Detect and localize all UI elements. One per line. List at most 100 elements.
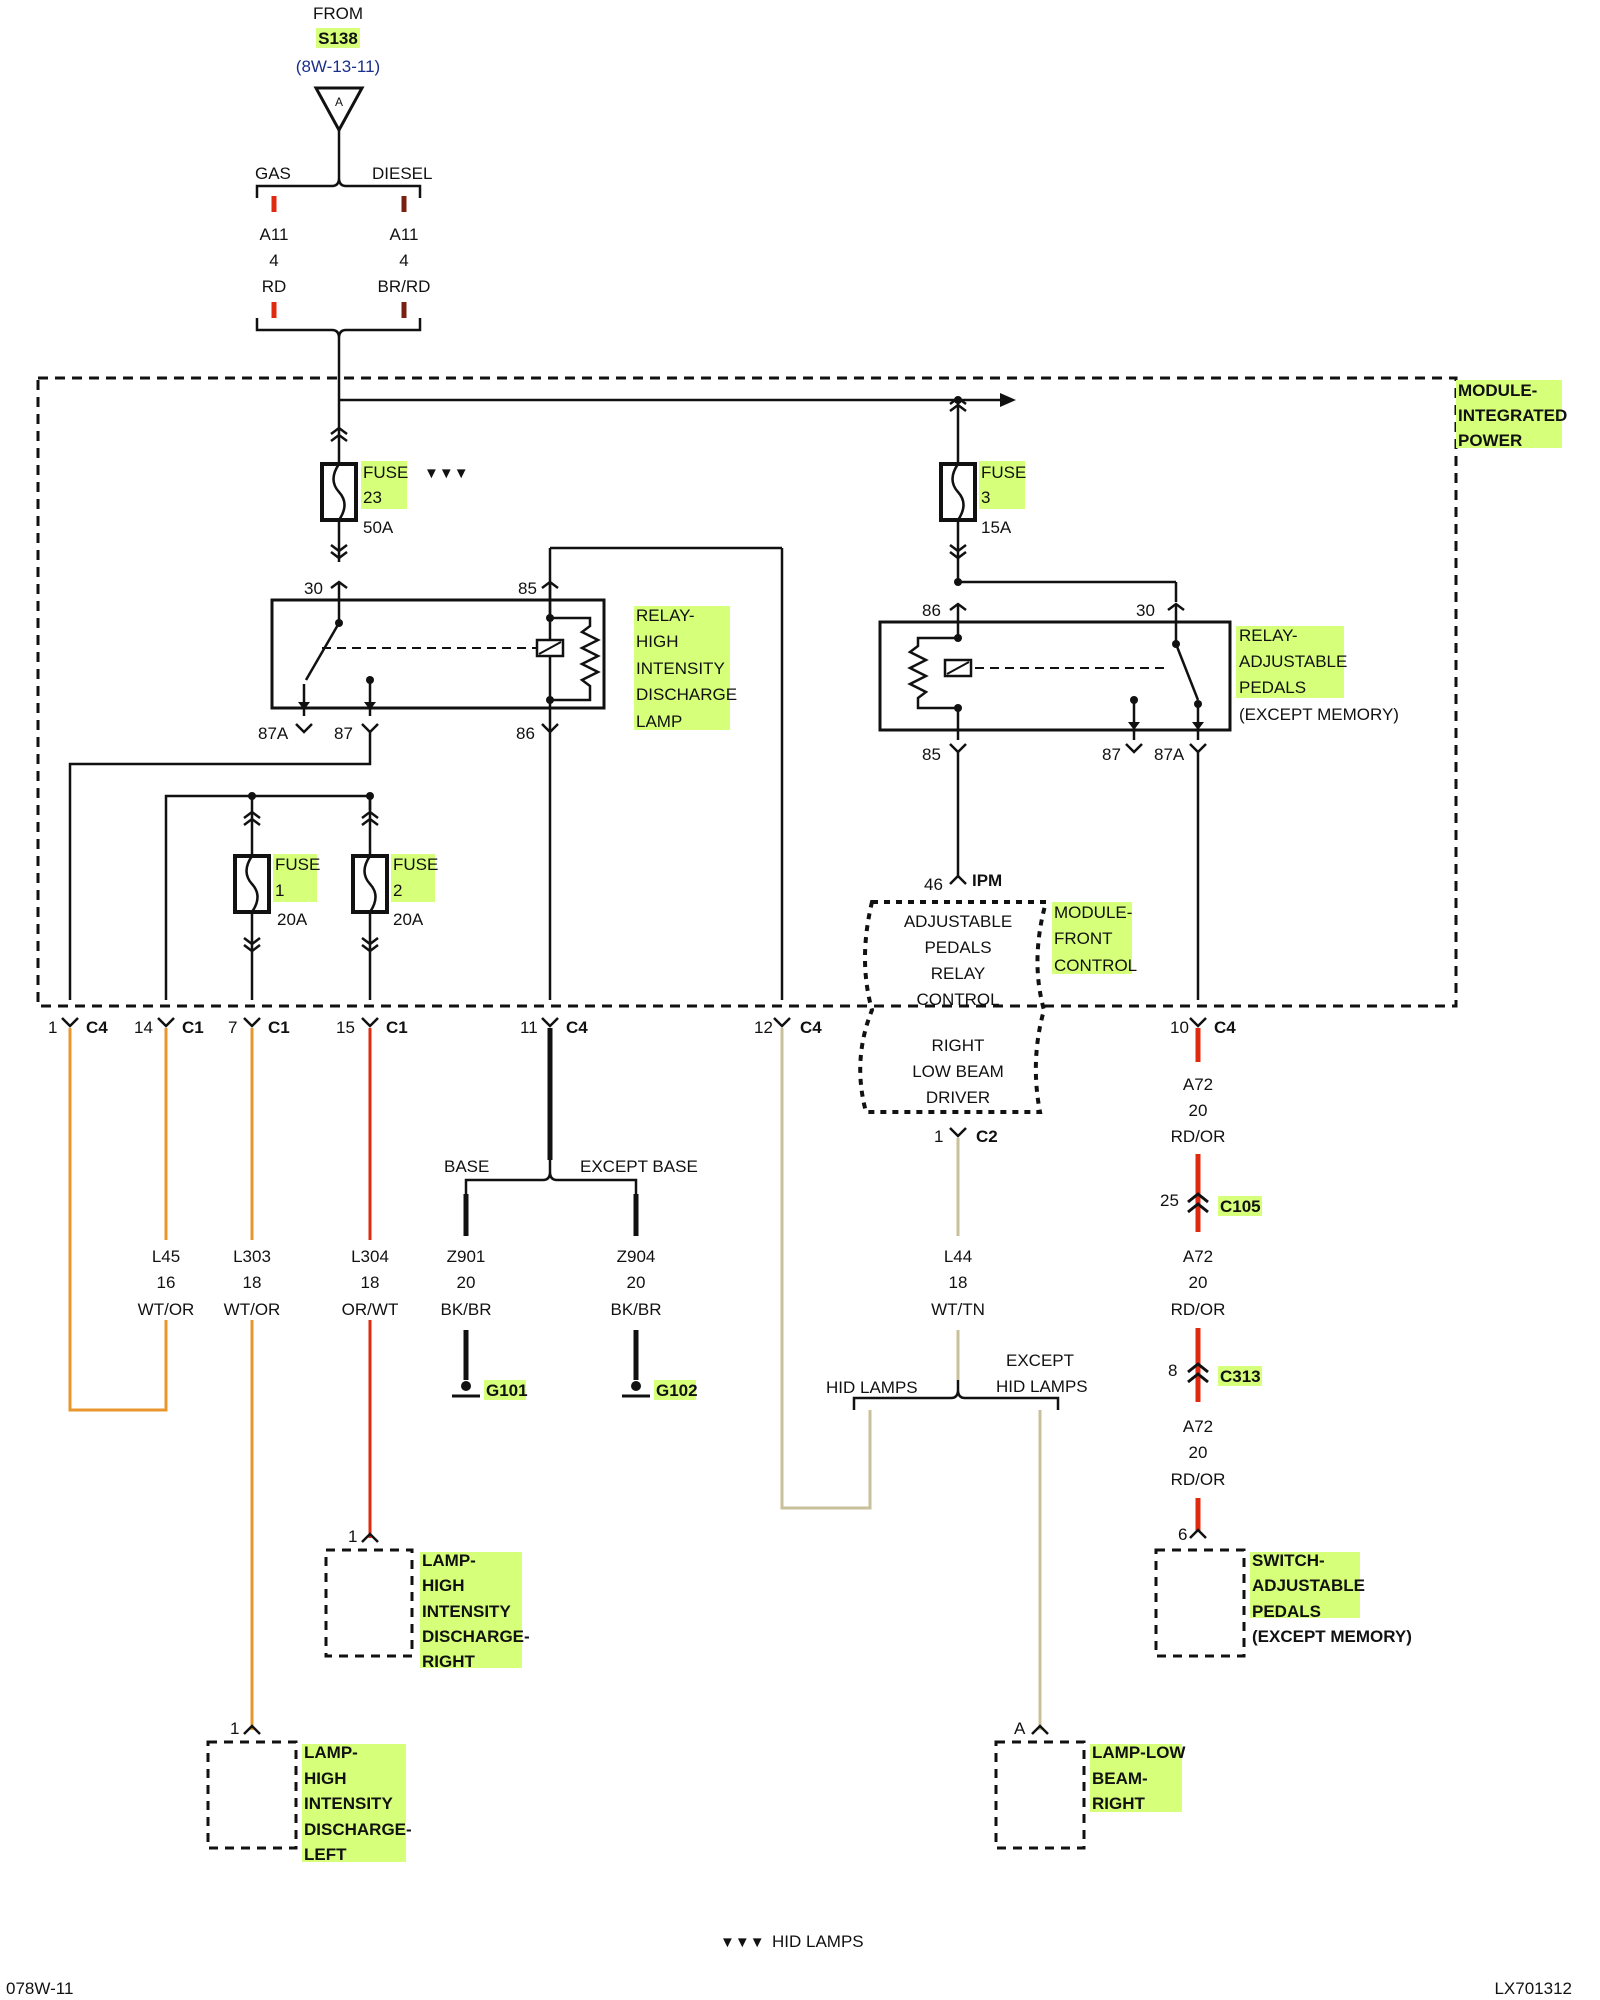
svg-text:POWER: POWER [1458,431,1522,450]
fuse-3: FUSE 3 15A [939,396,1026,582]
svg-text:INTENSITY: INTENSITY [636,659,725,678]
svg-text:MODULE-: MODULE- [1458,381,1537,400]
svg-text:L304: L304 [351,1247,389,1266]
svg-text:15: 15 [336,1018,355,1037]
svg-text:INTEGRATED: INTEGRATED [1458,406,1567,425]
gas-diesel-split: GAS DIESEL A11 4 RD A11 4 BR/RD [255,162,432,400]
svg-text:FUSE: FUSE [363,463,408,482]
svg-text:SWITCH-: SWITCH- [1252,1551,1325,1570]
svg-text:87: 87 [334,724,353,743]
fuse-2: FUSE 2 20A [351,810,438,953]
svg-text:RELAY-: RELAY- [1239,626,1298,645]
svg-text:EXCEPT BASE: EXCEPT BASE [580,1157,698,1176]
svg-text:RIGHT: RIGHT [932,1036,985,1055]
svg-text:FUSE: FUSE [275,855,320,874]
svg-text:Z904: Z904 [617,1247,656,1266]
svg-text:85: 85 [922,745,941,764]
svg-text:HIGH: HIGH [422,1576,465,1595]
svg-text:11: 11 [520,1018,538,1037]
svg-text:ADJUSTABLE: ADJUSTABLE [1239,652,1347,671]
source-splice: FROM S138 (8W-13-11) A [296,4,380,162]
svg-text:30: 30 [304,579,323,598]
svg-text:20A: 20A [277,910,308,929]
svg-text:8: 8 [1168,1361,1177,1380]
ground-g102: G102 [656,1381,698,1400]
svg-text:A72: A72 [1183,1075,1213,1094]
legend: ▼▼▼ HID LAMPS [720,1932,864,1951]
relay-hid: RELAY- HIGH INTENSITY DISCHARGE LAMP 30 … [258,546,782,1000]
svg-text:1: 1 [275,881,284,900]
svg-text:BEAM-: BEAM- [1092,1769,1148,1788]
svg-text:30: 30 [1136,601,1155,620]
svg-text:BK/BR: BK/BR [440,1300,491,1319]
svg-text:OR/WT: OR/WT [342,1300,399,1319]
splice-label: S138 [318,29,358,48]
from-label: FROM [313,4,363,23]
svg-text:EXCEPT: EXCEPT [1006,1351,1074,1370]
svg-text:14: 14 [134,1018,153,1037]
svg-text:10: 10 [1170,1018,1189,1037]
svg-text:RD/OR: RD/OR [1171,1127,1226,1146]
svg-text:2: 2 [393,881,402,900]
page-code: 078W-11 [6,1979,73,1998]
wire-l304: L304 18 OR/WT [338,1028,402,1538]
svg-text:46: 46 [924,875,943,894]
svg-text:A11: A11 [390,225,419,244]
svg-text:MODULE-: MODULE- [1054,903,1132,922]
wire-l44: L44 18 WT/TN HID LAMPS EXCEPT HID LAMPS [826,1138,1088,1730]
svg-text:C2: C2 [976,1127,998,1146]
svg-text:20: 20 [1189,1443,1208,1462]
svg-text:RELAY-: RELAY- [636,606,695,625]
svg-text:4: 4 [269,251,278,270]
svg-text:INTENSITY: INTENSITY [304,1794,393,1813]
svg-text:LEFT: LEFT [304,1845,347,1864]
svg-text:BK/BR: BK/BR [610,1300,661,1319]
svg-text:HID LAMPS: HID LAMPS [826,1378,918,1397]
lamp-hid-right: 1 LAMP- HIGH INTENSITY DISCHARGE- RIGHT [324,1527,530,1671]
svg-text:18: 18 [361,1273,380,1292]
svg-text:RD/OR: RD/OR [1171,1300,1226,1319]
svg-text:PEDALS: PEDALS [1252,1602,1321,1621]
svg-text:HID LAMPS: HID LAMPS [996,1377,1088,1396]
svg-text:WT/OR: WT/OR [224,1300,281,1319]
svg-text:IPM: IPM [972,871,1002,890]
legend-text: HID LAMPS [772,1932,864,1951]
svg-text:23: 23 [363,488,382,507]
svg-text:20: 20 [1189,1101,1208,1120]
ipm-label: MODULE- INTEGRATED POWER [1456,380,1567,450]
figure-code: LX701312 [1494,1979,1572,1998]
svg-text:LAMP-LOW: LAMP-LOW [1092,1743,1186,1762]
svg-text:87A: 87A [1154,745,1185,764]
gas-label: GAS [255,164,291,183]
lamp-low-beam-right: A LAMP-LOW BEAM- RIGHT [994,1719,1186,1850]
svg-text:C4: C4 [800,1018,822,1037]
svg-text:85: 85 [518,579,537,598]
hid-relay-output [68,732,374,1000]
svg-text:LAMP-: LAMP- [422,1551,476,1570]
svg-text:C4: C4 [566,1018,588,1037]
svg-text:CONTROL: CONTROL [916,990,999,1009]
svg-text:1: 1 [48,1018,57,1037]
svg-text:HIGH: HIGH [304,1769,347,1788]
svg-text:12: 12 [754,1018,773,1037]
svg-text:15A: 15A [981,518,1012,537]
svg-text:1: 1 [348,1527,357,1546]
svg-text:6: 6 [1178,1525,1187,1544]
svg-text:1: 1 [934,1127,943,1146]
svg-text:A72: A72 [1183,1247,1213,1266]
svg-text:86: 86 [922,601,941,620]
diesel-label: DIESEL [372,164,432,183]
ipm-boundary [36,376,1458,1008]
svg-text:BR/RD: BR/RD [378,277,431,296]
connector-c313: C313 [1220,1367,1261,1386]
fuse-23: FUSE 23 50A ▼▼▼ [320,400,469,562]
reference-triangle [313,86,365,134]
svg-text:DISCHARGE-: DISCHARGE- [304,1820,412,1839]
svg-text:LAMP: LAMP [636,712,682,731]
svg-text:RELAY: RELAY [931,964,986,983]
ground-icon [631,1381,641,1391]
svg-text:7: 7 [228,1018,237,1037]
svg-text:16: 16 [157,1273,176,1292]
svg-text:A: A [1014,1719,1026,1738]
relay-adjustable-pedals: RELAY- ADJUSTABLE PEDALS (EXCEPT MEMORY)… [878,578,1399,1000]
